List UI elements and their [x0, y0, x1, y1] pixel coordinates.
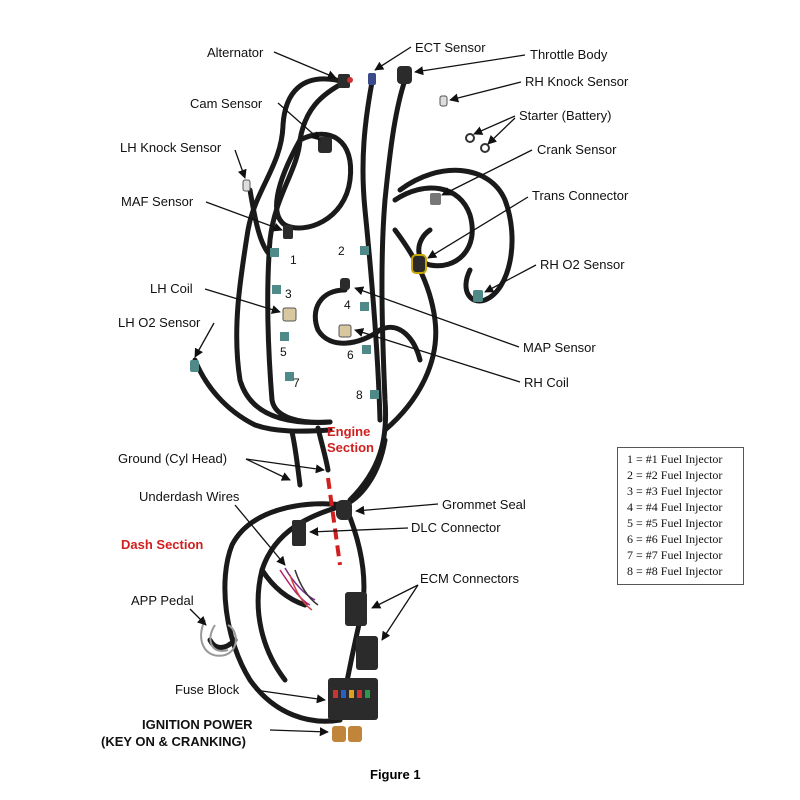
section-divider — [326, 477, 342, 566]
label-trans-connector: Trans Connector — [532, 188, 629, 203]
fuse-block-fuse-2 — [341, 690, 346, 698]
label-ignition-power: IGNITION POWER — [142, 717, 253, 732]
label-rh-coil: RH Coil — [524, 375, 569, 390]
injector-5-connector — [280, 332, 289, 341]
fuse-block-fuse-3 — [349, 690, 354, 698]
starter-terminal-2 — [480, 143, 490, 153]
legend-row: 4 = #4 Fuel Injector — [627, 500, 723, 514]
label-ignition-power-sub: (KEY ON & CRANKING) — [101, 734, 246, 749]
injector-number-2: 2 — [338, 244, 345, 258]
starter-terminal-1 — [465, 133, 475, 143]
injector-number-3: 3 — [285, 287, 292, 301]
injector-number-5: 5 — [280, 345, 287, 359]
maf-sensor-connector — [283, 225, 293, 239]
legend-row: 8 = #8 Fuel Injector — [627, 564, 723, 578]
throttle-body-connector — [397, 66, 412, 84]
app-pedal-wires — [200, 619, 237, 657]
label-maf-sensor: MAF Sensor — [121, 194, 194, 209]
injector-number-8: 8 — [356, 388, 363, 402]
legend-row: 1 = #1 Fuel Injector — [627, 452, 723, 466]
map-sensor-connector — [340, 278, 350, 290]
injector-8-connector — [370, 390, 379, 399]
label-lh-coil: LH Coil — [150, 281, 193, 296]
ecm-connector-2 — [356, 636, 378, 670]
legend-row: 6 = #6 Fuel Injector — [627, 532, 723, 546]
label-rh-o2-sensor: RH O2 Sensor — [540, 257, 625, 272]
label-ecm-connectors: ECM Connectors — [420, 571, 519, 586]
ignition-power-connector-1 — [332, 726, 346, 742]
lh-knock-sensor-connector — [242, 179, 251, 192]
injector-number-1: 1 — [290, 253, 297, 267]
label-rh-knock-sensor: RH Knock Sensor — [525, 74, 629, 89]
leader-arrows — [189, 46, 537, 737]
label-lh-o2-sensor: LH O2 Sensor — [118, 315, 201, 330]
label-throttle-body: Throttle Body — [530, 47, 608, 62]
label-app-pedal: APP Pedal — [131, 593, 194, 608]
label-ect-sensor: ECT Sensor — [415, 40, 486, 55]
label-crank-sensor: Crank Sensor — [537, 142, 617, 157]
alternator-connector — [338, 74, 350, 88]
ignition-power-connector-2 — [348, 726, 362, 742]
injector-7-connector — [285, 372, 294, 381]
label-underdash-wires: Underdash Wires — [139, 489, 240, 504]
fuse-block-fuse-4 — [357, 690, 362, 698]
fuse-block — [328, 678, 378, 720]
label-lh-knock-sensor: LH Knock Sensor — [120, 140, 222, 155]
label-cam-sensor: Cam Sensor — [190, 96, 263, 111]
label-ground-cyl-head: Ground (Cyl Head) — [118, 451, 228, 466]
engine-section-label-line1: Engine — [327, 424, 371, 439]
underdash-wire-bundle — [279, 567, 319, 611]
rh-knock-sensor-connector — [439, 95, 448, 107]
trans-connector — [411, 254, 427, 274]
injector-number-6: 6 — [347, 348, 354, 362]
label-grommet-seal: Grommet Seal — [442, 497, 526, 512]
injector-3-connector — [272, 285, 281, 294]
legend-row: 5 = #5 Fuel Injector — [627, 516, 723, 530]
dlc-connector — [292, 520, 306, 546]
legend-row: 7 = #7 Fuel Injector — [627, 548, 723, 562]
ect-sensor-connector — [368, 73, 376, 85]
connectors — [190, 66, 490, 742]
ecm-connector-1 — [345, 592, 367, 626]
label-alternator: Alternator — [207, 45, 264, 60]
rh-o2-sensor-connector — [473, 290, 483, 302]
label-fuse-block: Fuse Block — [175, 682, 240, 697]
fuse-block-fuse-5 — [365, 690, 370, 698]
dash-section-label: Dash Section — [121, 537, 204, 552]
label-dlc-connector: DLC Connector — [411, 520, 501, 535]
injector-4-connector — [360, 302, 369, 311]
cam-sensor-connector — [318, 137, 332, 153]
fuse-block-fuse-1 — [333, 690, 338, 698]
injector-1-connector — [270, 248, 279, 257]
engine-section-label-line2: Section — [327, 440, 374, 455]
figure-caption: Figure 1 — [370, 767, 421, 782]
injector-6-connector — [362, 345, 371, 354]
label-starter: Starter (Battery) — [519, 108, 612, 123]
grommet-seal — [336, 500, 352, 520]
injector-number-4: 4 — [344, 298, 351, 312]
fuel-injector-legend: 1 = #1 Fuel Injector 2 = #2 Fuel Injecto… — [617, 447, 744, 585]
rh-coil-connector — [338, 324, 352, 338]
injector-number-7: 7 — [293, 376, 300, 390]
crank-sensor-connector — [430, 193, 441, 205]
lh-o2-sensor-connector — [190, 360, 199, 372]
legend-row: 3 = #3 Fuel Injector — [627, 484, 723, 498]
injector-2-connector — [360, 246, 369, 255]
alternator-plug-icon — [347, 77, 353, 83]
legend-row: 2 = #2 Fuel Injector — [627, 468, 723, 482]
lh-coil-connector — [282, 307, 297, 322]
label-map-sensor: MAP Sensor — [523, 340, 596, 355]
